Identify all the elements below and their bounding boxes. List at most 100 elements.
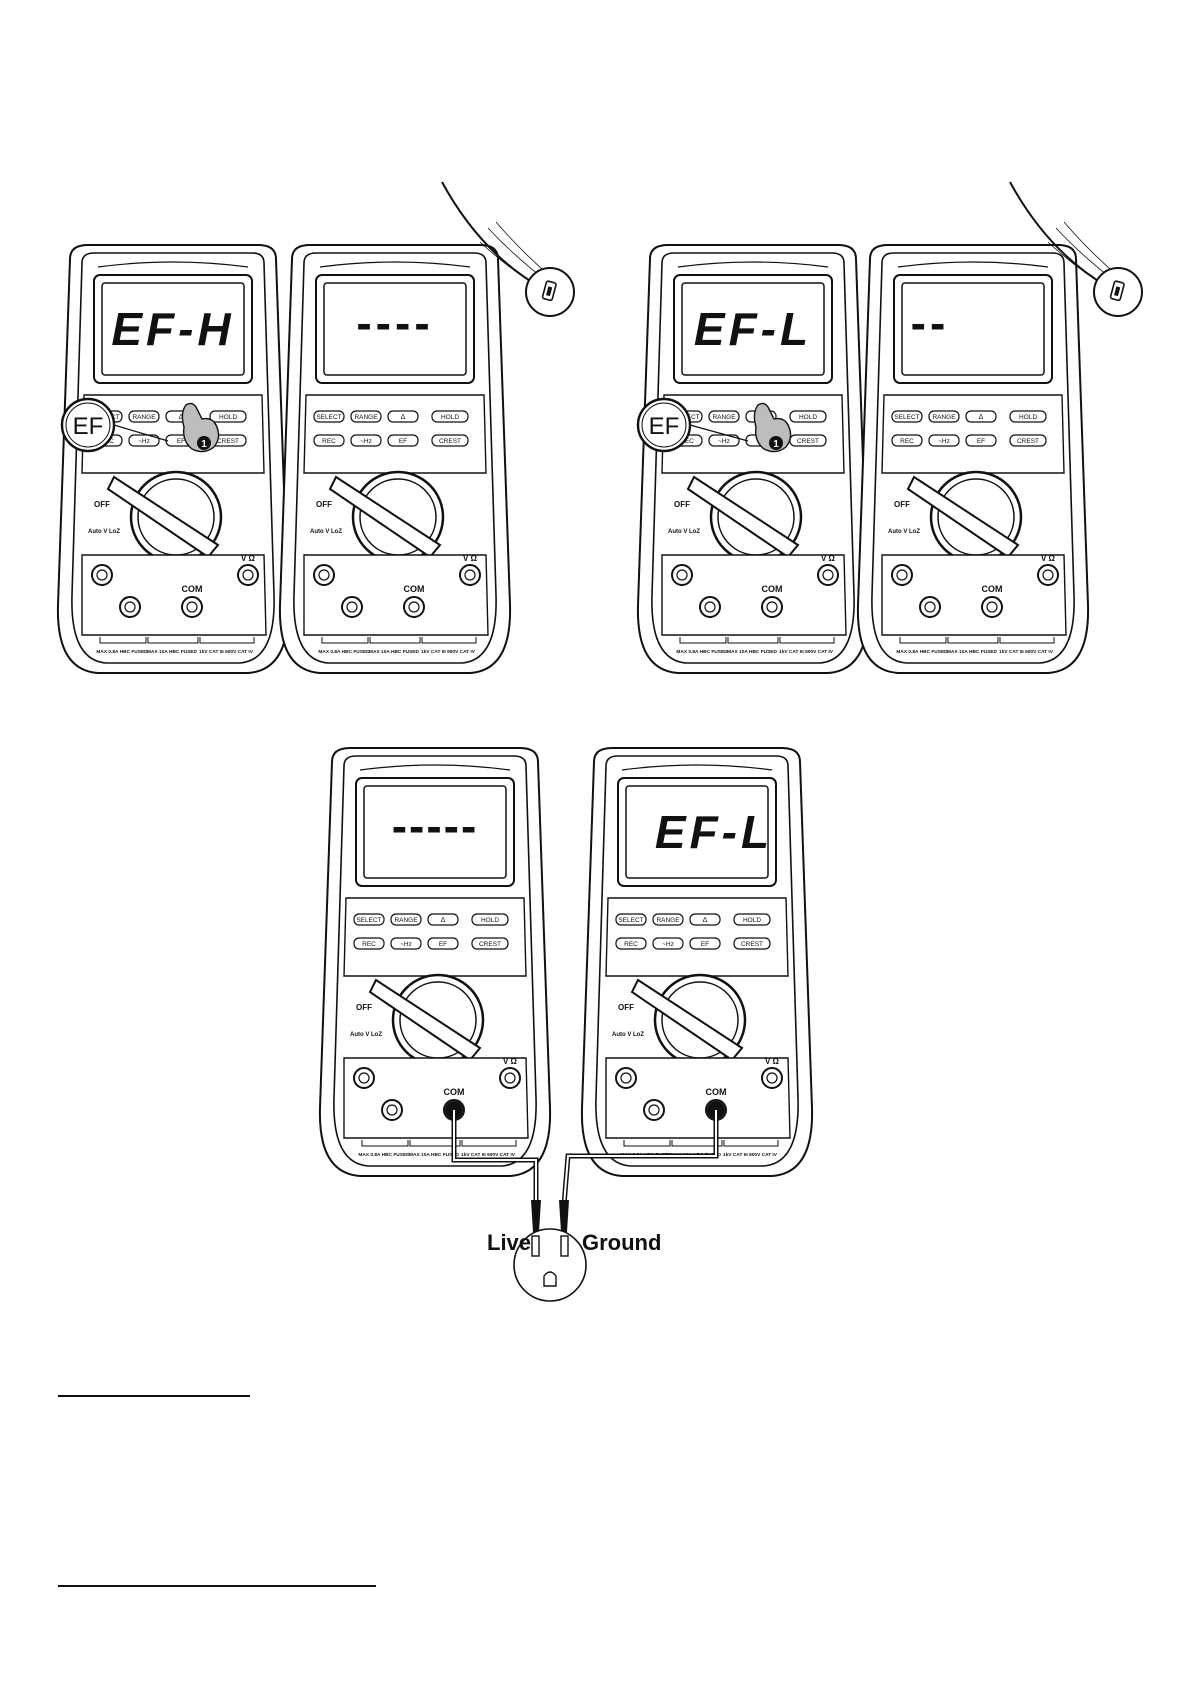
button-delta-5[interactable]: Δ	[441, 917, 446, 924]
ground-label: Ground	[582, 1230, 661, 1255]
lcd-display-4: --	[911, 297, 950, 349]
dial-label-autov-2: Auto V LoZ	[310, 529, 342, 535]
button-hold-5[interactable]: HOLD	[481, 917, 499, 924]
button-hz-4[interactable]: ~Hz	[938, 438, 950, 445]
button-rec-3[interactable]: REC	[680, 438, 694, 445]
outlet-slot-ground	[560, 1235, 569, 1257]
dial-label-off-1: OFF	[94, 500, 110, 509]
button-hz-2[interactable]: ~Hz	[360, 438, 372, 445]
live-label: Live	[487, 1230, 531, 1255]
button-range-3[interactable]: RANGE	[712, 414, 736, 421]
multimeter-2: ---- SELECT RANGE Δ HOLD REC ~Hz EF CRES…	[278, 243, 512, 675]
button-delta-1[interactable]: Δ	[179, 414, 184, 421]
button-delta-4[interactable]: Δ	[979, 414, 984, 421]
outlet-slot-earth	[543, 1271, 557, 1287]
lcd-display-6: EF-L	[655, 806, 773, 858]
button-crest-5[interactable]: CREST	[479, 941, 501, 948]
multimeter-1: EF-H SELECT RANGE Δ HOLD REC ~Hz EF CRES…	[56, 243, 290, 675]
fuse-note-c-2: 1kV CAT III 600V CAT IV	[421, 649, 476, 655]
dial-label-off-2: OFF	[316, 500, 332, 509]
button-select-6[interactable]: SELECT	[618, 917, 643, 924]
fuse-note-a-2: MAX 0.8A HBC FUSED	[318, 649, 370, 655]
button-hz-3[interactable]: ~Hz	[718, 438, 730, 445]
fuse-note-c-3: 1kV CAT III 600V CAT IV	[779, 649, 834, 655]
dial-label-autov-1: Auto V LoZ	[88, 529, 120, 535]
jack-vohm-label-1: V Ω	[241, 554, 256, 563]
button-hz-6[interactable]: ~Hz	[662, 941, 674, 948]
fuse-note-b-5: MAX 10A HBC FUSED	[409, 1152, 459, 1158]
fuse-note-c-6: 1kV CAT III 600V CAT IV	[723, 1152, 778, 1158]
button-hold-4[interactable]: HOLD	[1019, 414, 1037, 421]
button-select-4[interactable]: SELECT	[894, 414, 919, 421]
button-crest-1[interactable]: CREST	[217, 438, 239, 445]
button-ef-5[interactable]: EF	[439, 941, 447, 948]
jack-com-label-2: COM	[404, 584, 425, 594]
jack-vohm-label-5: V Ω	[503, 1057, 518, 1066]
fuse-note-b-1: MAX 10A HBC FUSED	[147, 649, 197, 655]
outlet-slot-live	[531, 1235, 540, 1257]
button-crest-4[interactable]: CREST	[1017, 438, 1039, 445]
button-hold-3[interactable]: HOLD	[799, 414, 817, 421]
dial-label-autov-5: Auto V LoZ	[350, 1032, 382, 1038]
section-underline-1	[58, 1395, 250, 1397]
button-range-2[interactable]: RANGE	[354, 414, 378, 421]
fuse-note-c-1: 1kV CAT III 600V CAT IV	[199, 649, 254, 655]
button-hold-2[interactable]: HOLD	[441, 414, 459, 421]
button-range-4[interactable]: RANGE	[932, 414, 956, 421]
fuse-note-c-4: 1kV CAT III 600V CAT IV	[999, 649, 1054, 655]
button-ef-4[interactable]: EF	[977, 438, 985, 445]
fuse-note-b-2: MAX 10A HBC FUSED	[369, 649, 419, 655]
jack-vohm-label-2: V Ω	[463, 554, 478, 563]
lcd-display-5: -----	[392, 800, 479, 852]
button-rec-4[interactable]: REC	[900, 438, 914, 445]
fuse-note-b-4: MAX 10A HBC FUSED	[947, 649, 997, 655]
fuse-note-a-1: MAX 0.8A HBC FUSED	[96, 649, 148, 655]
button-select-2[interactable]: SELECT	[316, 414, 341, 421]
fuse-note-a-3: MAX 0.8A HBC FUSED	[676, 649, 728, 655]
button-rec-2[interactable]: REC	[322, 438, 336, 445]
jack-vohm-label-4: V Ω	[1041, 554, 1056, 563]
jack-vohm-label-3: V Ω	[821, 554, 836, 563]
lcd-display-2: ----	[356, 297, 433, 349]
jack-com-label-6: COM	[706, 1087, 727, 1097]
dial-label-off-6: OFF	[618, 1003, 634, 1012]
button-select-5[interactable]: SELECT	[356, 917, 381, 924]
button-delta-6[interactable]: Δ	[703, 917, 708, 924]
button-rec-5[interactable]: REC	[362, 941, 376, 948]
multimeter-5: ----- SELECT RANGE Δ HOLD REC ~Hz EF CRE…	[318, 746, 552, 1178]
button-hold-1[interactable]: HOLD	[219, 414, 237, 421]
jack-vohm-label-6: V Ω	[765, 1057, 780, 1066]
button-hold-6[interactable]: HOLD	[743, 917, 761, 924]
test-leads	[451, 1110, 719, 1232]
button-hz-5[interactable]: ~Hz	[400, 941, 412, 948]
section-underline-2	[58, 1585, 376, 1587]
button-crest-6[interactable]: CREST	[741, 941, 763, 948]
step-badge-1: 1	[201, 439, 207, 450]
dial-label-off-5: OFF	[356, 1003, 372, 1012]
button-delta-2[interactable]: Δ	[401, 414, 406, 421]
button-range-5[interactable]: RANGE	[394, 917, 418, 924]
dial-label-autov-3: Auto V LoZ	[668, 529, 700, 535]
button-crest-2[interactable]: CREST	[439, 438, 461, 445]
wall-outlet	[513, 1228, 587, 1302]
button-rec-6[interactable]: REC	[624, 941, 638, 948]
dial-label-off-3: OFF	[674, 500, 690, 509]
jack-com-label-5: COM	[444, 1087, 465, 1097]
fuse-note-b-3: MAX 10A HBC FUSED	[727, 649, 777, 655]
dial-label-off-4: OFF	[894, 500, 910, 509]
button-hz-1[interactable]: ~Hz	[138, 438, 150, 445]
button-ef-1[interactable]: EF	[177, 438, 185, 445]
jack-com-label-3: COM	[762, 584, 783, 594]
multimeter-4: -- SELECT RANGE Δ HOLD REC ~Hz EF CREST …	[856, 243, 1090, 675]
button-ef-6[interactable]: EF	[701, 941, 709, 948]
button-crest-3[interactable]: CREST	[797, 438, 819, 445]
multimeter-3: EF-L SELECT RANGE Δ HOLD REC ~Hz EF CRES…	[636, 243, 870, 675]
button-ef-2[interactable]: EF	[399, 438, 407, 445]
button-range-6[interactable]: RANGE	[656, 917, 680, 924]
ef-callout-label-1: EF	[73, 413, 104, 440]
fuse-note-c-5: 1kV CAT III 600V CAT IV	[461, 1152, 516, 1158]
button-range-1[interactable]: RANGE	[132, 414, 156, 421]
ef-callout-label-3: EF	[649, 413, 680, 440]
jack-com-label-4: COM	[982, 584, 1003, 594]
